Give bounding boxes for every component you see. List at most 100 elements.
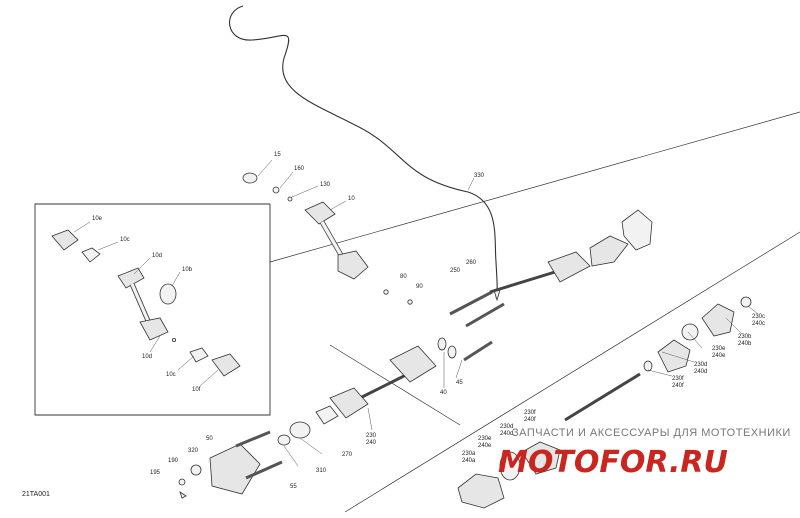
- clamp-230f: [643, 360, 653, 372]
- leader-lines: [73, 159, 759, 467]
- callout-250: 250: [450, 268, 461, 274]
- leader-45: [455, 359, 463, 379]
- ring-310: [277, 434, 291, 446]
- cv-axle-upper: [489, 209, 653, 294]
- leader-160: [279, 171, 294, 189]
- boot-230d-left: [521, 441, 561, 475]
- yoke-10d-top: [117, 267, 145, 289]
- leader-15: [257, 159, 273, 177]
- part-90-washer: [407, 299, 413, 305]
- clamp-230e: [681, 323, 699, 341]
- callout-90: 90: [416, 284, 423, 290]
- callout-230f-right: 230f: [672, 376, 684, 382]
- callout-10d-top: 10d: [152, 253, 162, 259]
- cv-boot-lower-outer: [329, 387, 369, 419]
- leader-10d-b: [149, 335, 161, 353]
- cv-boot-upper-inner: [547, 251, 591, 283]
- callout-10: 10: [348, 196, 355, 202]
- callout-310: 310: [316, 468, 327, 474]
- cv-axle-lower: [315, 345, 437, 425]
- watermark-tagline: ЗАПЧАСТИ И АКСЕССУАРЫ ДЛЯ МОТОТЕХНИКИ: [512, 427, 791, 439]
- callout-230d: 230d: [694, 362, 707, 368]
- callout-80: 80: [400, 274, 407, 280]
- leader-270: [299, 437, 323, 455]
- callout-130: 130: [320, 182, 331, 188]
- leader-10f: [199, 369, 219, 387]
- leader-230c: [747, 305, 759, 315]
- callout-260: 260: [466, 260, 477, 266]
- leader-230e: [687, 331, 703, 349]
- callout-230d-left: 230d: [500, 424, 513, 430]
- bolt-250: [449, 290, 493, 316]
- stud-55: [245, 460, 283, 480]
- section-divider-bottom: [344, 231, 800, 513]
- watermark: ЗАПЧАСТИ И АКСЕССУАРЫ ДЛЯ МОТОТЕХНИКИ MO…: [498, 427, 791, 480]
- callout-240d-left: 240d: [500, 431, 513, 437]
- leader-10b: [171, 271, 181, 287]
- callout-10f: 10f: [192, 387, 201, 393]
- section-divider-upper: [269, 111, 800, 263]
- callout-190: 190: [168, 458, 179, 464]
- clamp-230e-left: [499, 451, 521, 481]
- callout-230c: 230c: [752, 314, 765, 320]
- callout-10c-top: 10c: [120, 237, 130, 243]
- yoke-upper: [304, 201, 336, 225]
- yoke-lower: [337, 250, 369, 280]
- callout-230: 230: [366, 433, 377, 439]
- drawing-id: 21TA001: [22, 491, 50, 498]
- part-15-cap: [242, 172, 258, 184]
- callout-320: 320: [188, 448, 199, 454]
- part-80-washer: [383, 289, 389, 295]
- callout-240f-left: 240f: [524, 417, 536, 423]
- washer-40a: [437, 337, 447, 351]
- cv-stub: [315, 405, 339, 425]
- axle-shaft-upper: [489, 270, 556, 294]
- callout-240: 240: [366, 440, 377, 446]
- callout-10d-bottom: 10d: [142, 354, 152, 360]
- cv-joint-exploded: [457, 296, 752, 509]
- cross-10c-top: [81, 247, 101, 263]
- leader-10: [329, 200, 347, 211]
- callout-230e-left: 230e: [478, 436, 492, 442]
- yoke-10d-bottom: [139, 317, 169, 341]
- section-divider-lower: [329, 344, 461, 426]
- clip-195: [179, 491, 187, 499]
- bearing-320: [190, 464, 202, 476]
- housing-230b: [701, 303, 735, 337]
- clip-230c: [740, 296, 752, 308]
- inset-components: [51, 229, 241, 377]
- callout-230f-left: 230f: [524, 410, 536, 416]
- pin-10d: [171, 337, 176, 342]
- callout-240b: 240b: [738, 341, 752, 347]
- callout-230b: 230b: [738, 334, 752, 340]
- part-160-ring: [272, 186, 280, 194]
- callout-240f-right: 240f: [672, 383, 684, 389]
- part-130-pin: [287, 196, 293, 202]
- shaft-230f: [564, 372, 641, 422]
- stud-50: [235, 430, 271, 448]
- cv-boot-lower-inner: [389, 345, 437, 383]
- callout-40: 40: [440, 390, 447, 396]
- detail-inset-frame: [34, 203, 271, 416]
- leader-10c: [97, 241, 119, 251]
- yoke-10f: [211, 353, 241, 377]
- leader-10e: [73, 221, 91, 233]
- callout-10c-bottom: 10c: [166, 372, 176, 378]
- driveshaft-10: [242, 172, 413, 305]
- callout-160: 160: [294, 166, 305, 172]
- cv-boot-upper-outer: [589, 235, 629, 267]
- leader-230f: [647, 369, 673, 377]
- callout-10b: 10b: [182, 267, 193, 273]
- leader-10d: [133, 257, 151, 275]
- callout-195: 195: [150, 470, 161, 476]
- yoke-10e: [51, 229, 79, 251]
- callout-230e-right: 230e: [712, 346, 726, 352]
- callout-45: 45: [456, 380, 463, 386]
- seal-190: [178, 478, 186, 486]
- leader-230-240: [367, 407, 373, 431]
- cross-10c-bottom: [189, 347, 209, 363]
- washer-40b: [447, 345, 457, 359]
- hub-flange: [621, 209, 653, 251]
- ring-270: [289, 421, 311, 439]
